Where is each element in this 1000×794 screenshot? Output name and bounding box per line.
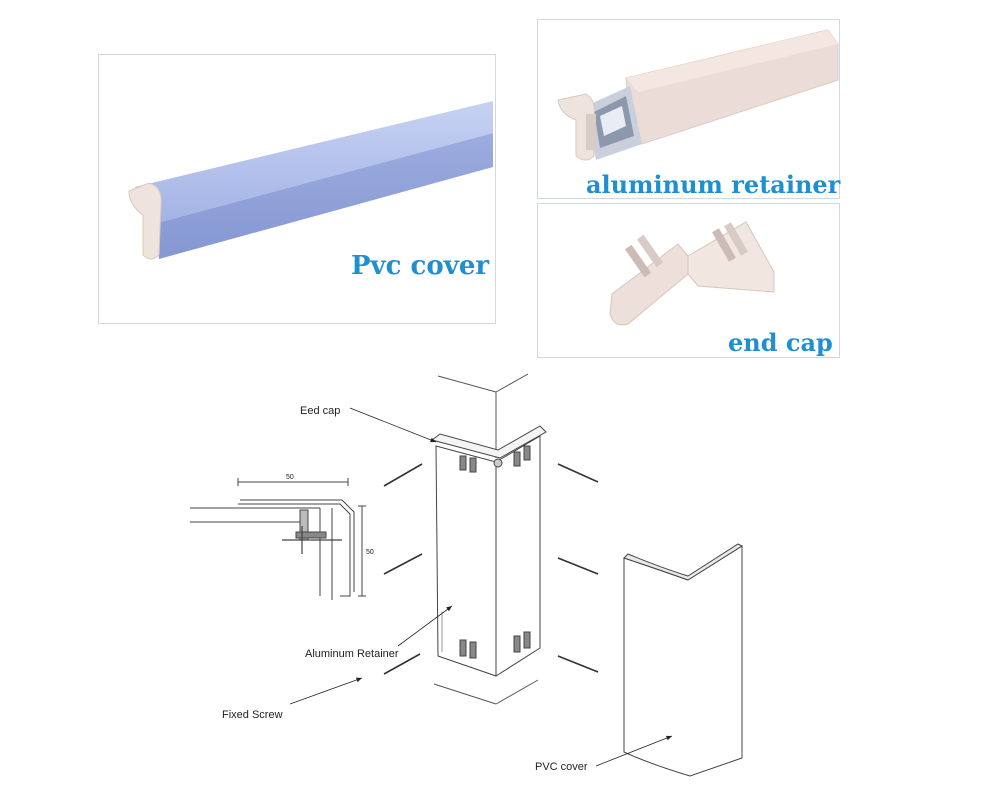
- pvc-cover-label: PVC cover: [535, 761, 588, 773]
- installation-diagram: 50 50 Eed cap Aluminum Retainer Fixed Sc…: [190, 373, 744, 777]
- end-cap-label: Eed cap: [300, 405, 340, 417]
- height-dimension: 50: [366, 549, 374, 556]
- fixed-screw-label: Fixed Screw: [222, 709, 283, 721]
- end-cap-photo-panel: end cap: [537, 203, 840, 358]
- aluminum-retainer-photo: [557, 29, 839, 161]
- width-dimension: 50: [286, 474, 294, 481]
- end-cap-photo: [609, 221, 775, 326]
- pvc-cover-caption: Pvc cover: [351, 251, 490, 281]
- cross-section-detail: [190, 478, 366, 600]
- aluminum-retainer-caption: aluminum retainer: [586, 170, 841, 199]
- retainer-assembly: [430, 425, 547, 677]
- wall-column: [433, 373, 539, 705]
- callout-leaders: [289, 407, 673, 767]
- pvc-cover-photo: [128, 101, 493, 260]
- pvc-cover-part: [623, 543, 744, 777]
- aluminum-retainer-label: Aluminum Retainer: [305, 648, 399, 660]
- fixed-screws: [383, 463, 599, 675]
- end-cap-caption: end cap: [728, 328, 833, 357]
- aluminum-retainer-photo-panel: aluminum retainer: [537, 19, 840, 199]
- pvc-cover-photo-panel: Pvc cover: [98, 54, 496, 324]
